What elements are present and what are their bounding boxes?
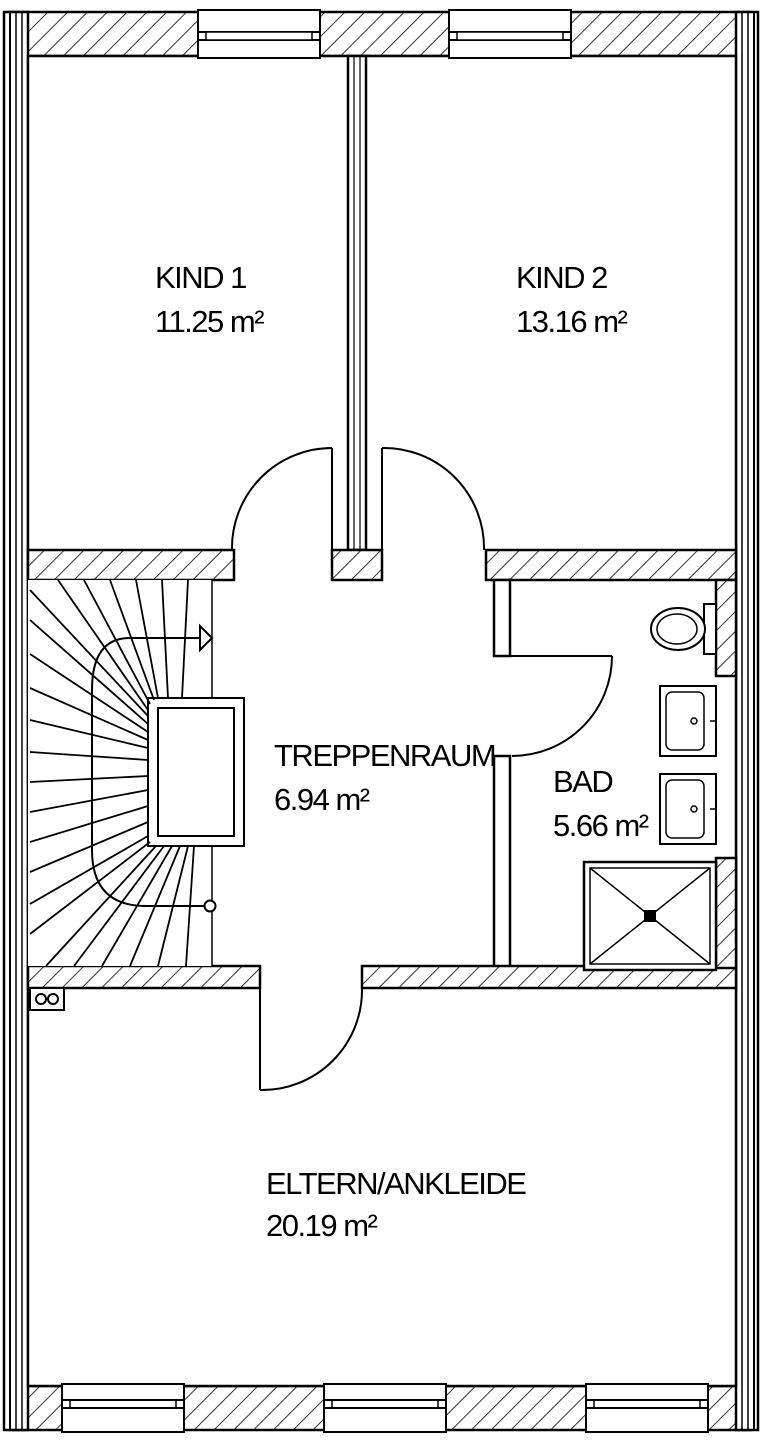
room-area-eltern: 20.19 m² xyxy=(266,1208,378,1243)
stair-treads xyxy=(29,579,195,967)
windows-bottom xyxy=(61,1383,709,1433)
door-bad[interactable] xyxy=(511,655,613,757)
vent-symbol-icon xyxy=(29,987,65,1011)
windows-top xyxy=(197,9,572,59)
stair-arrow-icon xyxy=(199,623,214,653)
staircase xyxy=(28,579,245,967)
wall-kind1-bottom xyxy=(26,548,236,582)
wall-bad-left-upper xyxy=(492,578,512,658)
room-area-bad: 5.66 m² xyxy=(553,808,649,843)
room-area-kind2: 13.16 m² xyxy=(516,304,628,339)
room-name-eltern: ELTERN/ANKLEIDE xyxy=(266,1166,526,1201)
wall-bad-right-upper xyxy=(714,578,738,678)
wall-eltern-top-left xyxy=(26,964,262,990)
sink-icon xyxy=(659,685,717,757)
room-name-bad: BAD xyxy=(553,764,612,799)
wall-bad-right-lower xyxy=(714,856,738,970)
door-kind1[interactable] xyxy=(230,447,333,551)
wall-kind2-bottom xyxy=(484,548,738,582)
door-kind2[interactable] xyxy=(381,446,486,551)
wall-eltern-top-right xyxy=(360,964,738,990)
interior-walls xyxy=(26,54,738,990)
wall-kind-divider xyxy=(346,54,368,552)
stair-walking-line xyxy=(91,637,210,907)
sink-icon xyxy=(659,773,717,845)
toilet-icon xyxy=(650,603,717,655)
room-name-treppenraum: TREPPENRAUM xyxy=(274,738,495,773)
room-area-treppenraum: 6.94 m² xyxy=(274,782,370,817)
stair-core-inner xyxy=(157,707,235,837)
wall-kind-divider-foot xyxy=(330,548,384,582)
shower-icon xyxy=(582,860,718,972)
room-area-kind1: 11.25 m² xyxy=(155,304,264,339)
room-name-kind2: KIND 2 xyxy=(516,260,607,295)
room-name-kind1: KIND 1 xyxy=(155,260,246,295)
top-wall xyxy=(8,10,752,58)
wall-bad-left-lower xyxy=(492,754,512,970)
stair-start-icon xyxy=(203,899,217,913)
doors xyxy=(230,446,613,1092)
room-labels: KIND 1 11.25 m² KIND 2 13.16 m² TREPPENR… xyxy=(155,260,650,1243)
bath-fixtures xyxy=(582,603,718,972)
door-eltern[interactable] xyxy=(259,987,364,1092)
